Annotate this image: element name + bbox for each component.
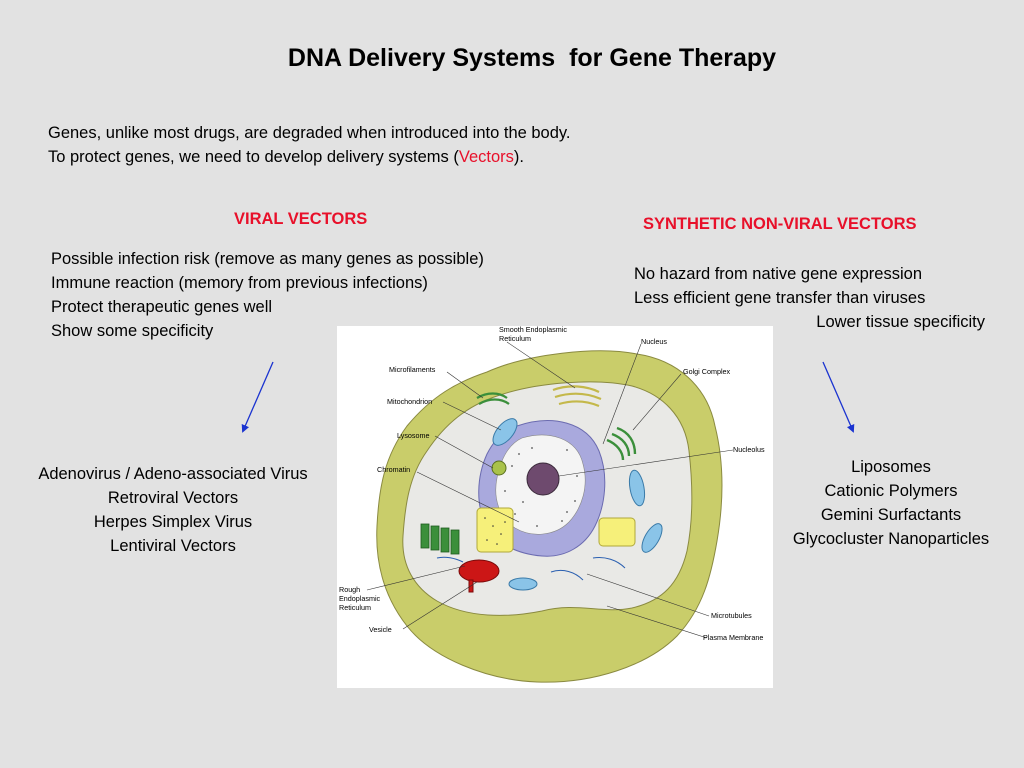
leader-lines [366, 341, 734, 639]
label-vesicle: Vesicle [369, 625, 392, 634]
label-nucleolus: Nucleolus [733, 445, 765, 454]
synthetic-example: Cationic Polymers [824, 482, 958, 500]
nucleolus-shape [526, 462, 560, 496]
viral-example: Retroviral Vectors [107, 489, 239, 507]
microfilament-shape [476, 392, 510, 405]
viral-vectors-heading: VIRAL VECTORS [234, 210, 368, 228]
synthetic-example: Glycocluster Nanoparticles [792, 530, 990, 548]
synthetic-down-arrow [822, 361, 855, 433]
synthetic-property: No hazard from native gene expression [634, 265, 922, 283]
golgi-stack-dots [484, 517, 506, 545]
synthetic-property: Lower tissue specificity [816, 313, 985, 331]
synthetic-property: Less efficient gene transfer than viruse… [634, 289, 926, 307]
viral-examples-list: Adenovirus / Adeno-associated Virus Retr… [0, 462, 346, 558]
label-mitochondrion: Mitochondrion [387, 397, 432, 406]
golgi-stack-shape [476, 507, 636, 553]
viral-property: Possible infection risk (remove as many … [51, 250, 484, 268]
intro-line-1: Genes, unlike most drugs, are degraded w… [48, 124, 571, 142]
label-golgi: Golgi Complex [683, 367, 731, 376]
viral-properties-list: Possible infection risk (remove as many … [51, 247, 484, 343]
label-chromatin: Chromatin [377, 465, 410, 474]
label-plasma-membrane: Plasma Membrane [703, 633, 763, 642]
synthetic-example: Gemini Surfactants [820, 506, 962, 524]
rough-er-green-shape [420, 523, 460, 555]
label-lysosome: Lysosome [397, 431, 430, 440]
vectors-highlight: Vectors [458, 148, 514, 166]
lysosome-shape [491, 460, 507, 476]
synthetic-examples-list: Liposomes Cationic Polymers Gemini Surfa… [770, 455, 1012, 551]
smooth-er-shape [552, 385, 602, 408]
intro-line-2-prefix: To protect genes, we need to develop del… [48, 148, 459, 166]
microtubule-shape [436, 556, 626, 581]
synthetic-properties-list: No hazard from native gene expression Le… [634, 262, 985, 334]
page-title: DNA Delivery Systems for Gene Therapy [287, 44, 777, 72]
mitochondrion-shape [492, 418, 663, 591]
label-microfilaments: Microfilaments [389, 365, 436, 374]
viral-example: Lentiviral Vectors [110, 537, 236, 555]
viral-example: Herpes Simplex Virus [93, 513, 253, 531]
viral-down-arrow [241, 361, 274, 433]
synthetic-vectors-heading: SYNTHETIC NON-VIRAL VECTORS [643, 215, 917, 233]
label-microtubules: Microtubules [711, 611, 752, 620]
intro-line-2: To protect genes, we need to develop del… [48, 145, 571, 169]
intro-line-2-suffix: ). [513, 148, 525, 166]
viral-property: Immune reaction (memory from previous in… [51, 274, 428, 292]
golgi-shape [606, 426, 637, 461]
intro-text: Genes, unlike most drugs, are degraded w… [48, 121, 571, 169]
synthetic-example: Liposomes [851, 458, 931, 476]
viral-property: Show some specificity [51, 322, 214, 340]
viral-property: Protect therapeutic genes well [51, 298, 273, 316]
viral-example: Adenovirus / Adeno-associated Virus [38, 465, 308, 483]
chromatin-dots [504, 447, 578, 527]
label-nucleus: Nucleus [641, 337, 667, 346]
